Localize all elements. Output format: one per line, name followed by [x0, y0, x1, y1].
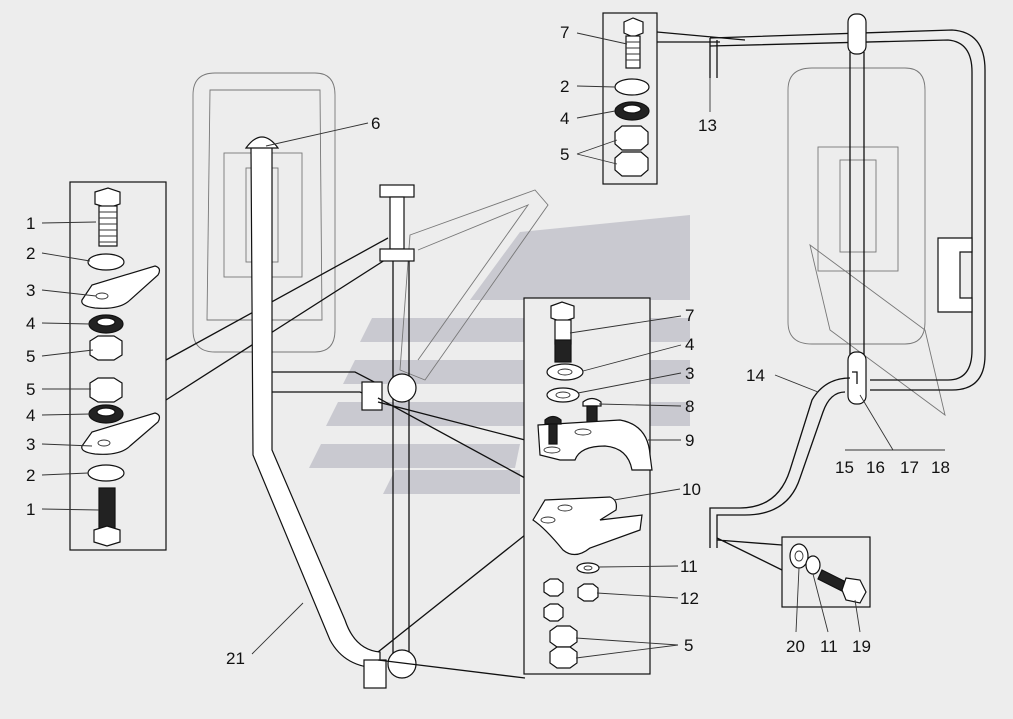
- callout-1-bottom: 1: [26, 500, 35, 519]
- callout-3-bottom: 3: [26, 435, 35, 454]
- callout-4-center: 4: [685, 335, 694, 354]
- callout-11-center: 11: [680, 557, 698, 576]
- mirror-frame-14: [709, 13, 986, 548]
- callout-2-bottom: 2: [26, 466, 35, 485]
- mirror-housing-right: [787, 67, 946, 417]
- callout-4-bottom: 4: [26, 406, 35, 425]
- screw-8: [582, 397, 602, 429]
- mirror-glass-folded: [399, 189, 549, 381]
- callout-12: 12: [680, 589, 699, 608]
- washer-2-bottom: [87, 464, 125, 482]
- leader-top-right: [656, 31, 746, 43]
- callout-5-bottom: 5: [26, 380, 35, 399]
- callout-7-top: 7: [560, 23, 569, 42]
- callout-5-top: 5: [26, 347, 35, 366]
- callout-7-center: 7: [685, 306, 694, 325]
- bolt-7-center: [550, 301, 575, 363]
- bolt-7-top: [623, 17, 644, 69]
- callout-14: 14: [746, 366, 765, 385]
- clamp-assembly-group: [523, 297, 653, 675]
- fastener-group-top-right: [602, 12, 658, 185]
- callout-10: 10: [682, 480, 701, 499]
- bolt-1-top: [94, 187, 121, 247]
- callout-3-center: 3: [685, 364, 694, 383]
- mirror-support-column: [363, 184, 417, 689]
- callout-13: 13: [698, 116, 717, 135]
- fastener-group-bottom-right: [781, 536, 871, 608]
- washer-3-center: [546, 387, 580, 403]
- nut-5-center-b: [549, 646, 578, 669]
- callout-21: 21: [226, 649, 245, 668]
- washer-11-center: [576, 562, 600, 574]
- callout-2-top-right: 2: [560, 77, 569, 96]
- callout-3-top: 3: [26, 281, 35, 300]
- callout-16: 16: [866, 458, 885, 477]
- callout-18: 18: [931, 458, 950, 477]
- callout-4-top-right: 4: [560, 109, 569, 128]
- watermark-logo: [309, 215, 690, 494]
- callout-4-top: 4: [26, 314, 35, 333]
- callout-20: 20: [786, 637, 805, 656]
- leader-bottom-right: [716, 537, 783, 571]
- clamp-half-9: [537, 415, 653, 471]
- callout-5-center: 5: [684, 636, 693, 655]
- bolt-1-bottom: [93, 487, 121, 547]
- callout-5-top-right: 5: [560, 145, 569, 164]
- nut-5-top-right-a: [614, 125, 649, 151]
- fastener-group-left: [69, 181, 167, 551]
- leader-wedge-top-joint: [377, 397, 526, 479]
- washer-20: [789, 543, 809, 569]
- mirror-rod-21: [244, 136, 383, 669]
- callout-2-top: 2: [26, 244, 35, 263]
- nut-5-top: [89, 335, 123, 361]
- callout-11-right: 11: [820, 637, 838, 656]
- callout-8: 8: [685, 397, 694, 416]
- nut-12-small-a: [543, 578, 564, 597]
- callout-19: 19: [852, 637, 871, 656]
- callout-labels: 1 2 3 4 5 5 4 3 2 1 6 7 2 4 5 13 7 4 3 8…: [26, 23, 950, 668]
- nut-5-bottom: [89, 377, 123, 403]
- nut-12-small-b: [543, 603, 564, 622]
- nut-5-top-right-b: [614, 151, 649, 177]
- callout-15: 15: [835, 458, 854, 477]
- callout-9: 9: [685, 431, 694, 450]
- bolt-19: [817, 569, 867, 604]
- leader-wedge-left: [165, 237, 389, 401]
- nut-5-center-a: [549, 625, 578, 648]
- callout-6: 6: [371, 114, 380, 133]
- bracket-3-bottom: [81, 412, 161, 455]
- callout-17: 17: [900, 458, 919, 477]
- washer-4-center: [546, 363, 584, 381]
- callout-1-top: 1: [26, 214, 35, 233]
- nut-12: [577, 583, 599, 602]
- leader-wedge-bottom-joint: [377, 534, 526, 679]
- washer-2-top-right: [614, 78, 650, 96]
- washer-2-top: [87, 253, 125, 271]
- washer-11-right: [805, 555, 821, 575]
- callout-leaders: [41, 32, 945, 659]
